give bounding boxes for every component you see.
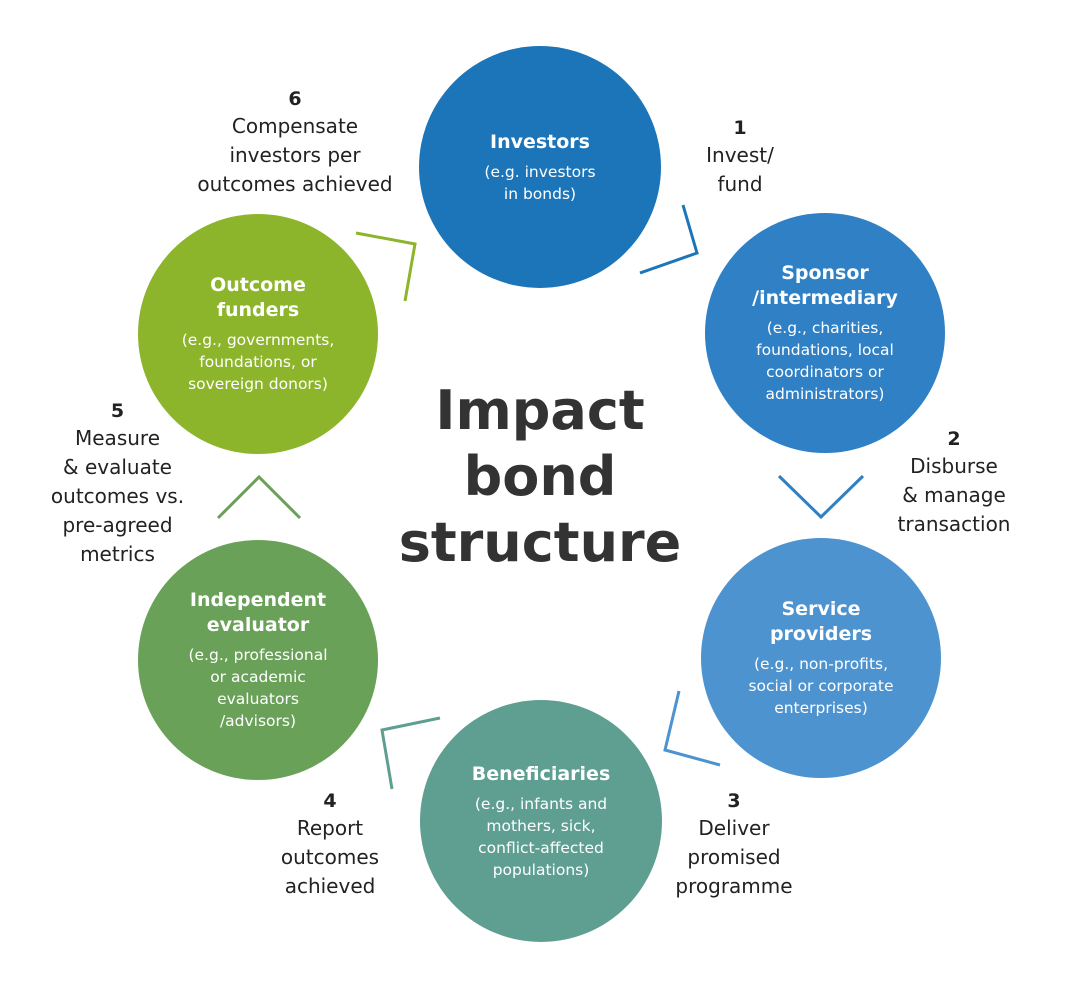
step-text-line: metrics bbox=[80, 542, 155, 566]
step-text-line: programme bbox=[675, 874, 793, 898]
node-title: Sponsor/intermediary bbox=[752, 261, 898, 311]
node-title: Beneficiaries bbox=[472, 762, 611, 787]
node-independent-evaluator: Independent evaluator (e.g., professional… bbox=[138, 540, 378, 780]
node-title-line: Investors bbox=[490, 130, 590, 153]
node-description-line: evaluators bbox=[217, 690, 299, 708]
node-title-line: Beneficiaries bbox=[471, 762, 611, 785]
step-number: 6 bbox=[288, 88, 302, 110]
node-sponsor-intermediary: Sponsor/intermediary (e.g., charities, fo… bbox=[705, 213, 945, 453]
connector-service-to-beneficiaries bbox=[663, 690, 721, 767]
node-description: (e.g., charities, foundations, local coord… bbox=[756, 317, 894, 405]
node-title-line: /intermediary bbox=[752, 287, 898, 309]
step-text-line: Disburse bbox=[910, 454, 998, 478]
node-title-line: Service bbox=[781, 598, 861, 620]
node-description-line: in bonds) bbox=[503, 184, 577, 203]
node-description-line: foundations, or bbox=[199, 353, 317, 371]
node-description-line: administrators) bbox=[765, 385, 885, 403]
step-text-line: & evaluate bbox=[63, 455, 172, 479]
node-title: Independent evaluator bbox=[190, 588, 326, 638]
step-text-line: transaction bbox=[897, 512, 1011, 536]
step-text-line: Invest/ bbox=[706, 143, 774, 167]
node-description: (e.g., infants and mothers, sick, conflict… bbox=[475, 793, 607, 881]
connector-investors-to-sponsor bbox=[639, 204, 699, 275]
node-title: Outcome funders bbox=[210, 273, 306, 323]
node-description-line: (e.g., infants and bbox=[474, 794, 608, 813]
node-description-line: foundations, local bbox=[756, 341, 894, 359]
node-description-line: (e.g., charities, bbox=[766, 319, 884, 337]
step-number: 4 bbox=[323, 790, 337, 812]
node-title-line: Outcome bbox=[210, 274, 306, 296]
step-text-line: Deliver bbox=[698, 816, 770, 840]
node-title-line: Sponsor bbox=[781, 262, 869, 284]
node-description-line: (e.g., governments, bbox=[181, 331, 335, 349]
node-description-line: mothers, sick, bbox=[486, 816, 596, 835]
center-title: Impact bond structure bbox=[380, 378, 700, 576]
step-text-line: Report bbox=[296, 816, 364, 840]
node-description: (e.g., governments, foundations, or sovere… bbox=[182, 329, 335, 395]
node-description-line: enterprises) bbox=[774, 699, 868, 717]
node-description-line: coordinators or bbox=[766, 363, 884, 381]
node-title: Investors bbox=[490, 130, 590, 155]
node-description-line: (e.g., non-profits, bbox=[753, 655, 889, 673]
connector-evaluator-to-funders bbox=[216, 474, 302, 520]
node-description-line: conflict-affected bbox=[478, 838, 604, 857]
node-description-line: (e.g., professional bbox=[188, 646, 328, 664]
step-text-line: achieved bbox=[284, 874, 376, 898]
node-investors: Investors (e.g. investors in bonds) bbox=[419, 46, 661, 288]
node-title-line: providers bbox=[769, 623, 873, 645]
node-title-line: funders bbox=[216, 299, 300, 321]
node-description: (e.g. investors in bonds) bbox=[484, 161, 595, 205]
step-text-line: investors per bbox=[229, 143, 361, 167]
node-title-line: Independent bbox=[189, 589, 327, 611]
node-beneficiaries: Beneficiaries (e.g., infants and mothers,… bbox=[420, 700, 662, 942]
node-description-line: (e.g. investors bbox=[484, 162, 596, 181]
step-number: 5 bbox=[110, 400, 125, 422]
step-text-line: Compensate bbox=[231, 114, 359, 138]
step-text-line: pre-agreed bbox=[62, 513, 173, 537]
step-text-line: promised bbox=[687, 845, 781, 869]
step-text-line: Measure bbox=[75, 426, 160, 450]
step-number: 1 bbox=[733, 117, 747, 139]
step-number: 2 bbox=[947, 428, 961, 450]
connector-funders-to-investors bbox=[355, 231, 417, 302]
node-description-line: social or corporate bbox=[748, 677, 894, 695]
node-description: (e.g., professional or academic evaluators… bbox=[188, 644, 327, 732]
center-title-line: Impact bbox=[435, 379, 645, 442]
step-text-line: outcomes vs. bbox=[50, 484, 185, 508]
step-text-line: fund bbox=[717, 172, 763, 196]
node-outcome-funders: Outcome funders (e.g., governments, founda… bbox=[138, 214, 378, 454]
node-description: (e.g., non-profits, social or corporate en… bbox=[748, 653, 893, 719]
step-text-line: & manage bbox=[902, 483, 1006, 507]
center-title-line: structure bbox=[398, 511, 682, 574]
connector-beneficiaries-to-evaluator bbox=[380, 716, 441, 790]
node-description-line: sovereign donors) bbox=[188, 375, 328, 393]
node-title-line: evaluator bbox=[206, 614, 310, 636]
node-description-line: /advisors) bbox=[219, 712, 297, 730]
step-number: 3 bbox=[727, 790, 741, 812]
node-service-providers: Service providers (e.g., non-profits, soci… bbox=[701, 538, 941, 778]
node-description-line: or academic bbox=[210, 668, 306, 686]
node-description-line: populations) bbox=[492, 860, 590, 879]
node-title: Service providers bbox=[770, 597, 872, 647]
connector-sponsor-to-service bbox=[777, 474, 865, 520]
center-title-line: bond bbox=[463, 445, 617, 508]
step-text-line: outcomes achieved bbox=[197, 172, 393, 196]
step-text-line: outcomes bbox=[280, 845, 380, 869]
